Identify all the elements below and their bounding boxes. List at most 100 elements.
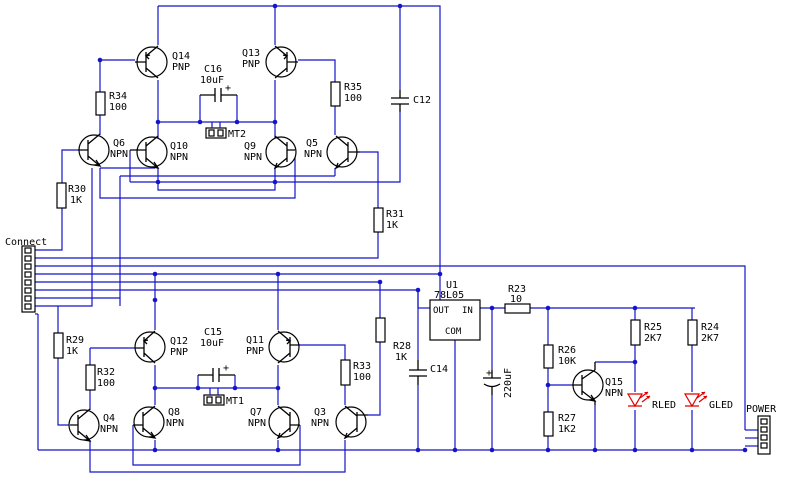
q14-ref: Q14 bbox=[172, 51, 190, 62]
r26-ref: R26 bbox=[558, 345, 576, 356]
transistor-q5: Q5 NPN bbox=[304, 135, 360, 170]
jumper-mt2: MT2 bbox=[205, 122, 246, 140]
mt2-label: MT2 bbox=[228, 129, 246, 140]
r24-value: 2K7 bbox=[701, 333, 719, 344]
c15-value: 10uF bbox=[200, 338, 224, 349]
q12-type: PNP bbox=[170, 347, 188, 358]
resistor-r32: R32 100 bbox=[85, 364, 115, 391]
r27-value: 1K2 bbox=[558, 424, 576, 435]
r26-value: 10K bbox=[558, 356, 576, 367]
r30-ref: R30 bbox=[68, 184, 86, 195]
r31-ref: R31 bbox=[386, 209, 404, 220]
connect-label: Connect bbox=[5, 237, 47, 248]
regulator-u1: U1 78L05 OUT IN COM bbox=[429, 280, 481, 341]
capacitor-c220: + 220uF bbox=[483, 368, 514, 398]
power-header: POWER bbox=[746, 404, 777, 455]
capacitor-c12: C12 bbox=[391, 90, 431, 112]
q3-type: NPN bbox=[311, 418, 329, 429]
q13-ref: Q13 bbox=[242, 48, 260, 59]
u1-ref: U1 bbox=[446, 280, 458, 291]
c220-value: 220uF bbox=[503, 368, 514, 398]
q6-ref: Q6 bbox=[113, 138, 125, 149]
capacitor-c16: + C16 10uF bbox=[200, 64, 237, 102]
c16-ref: C16 bbox=[204, 64, 222, 75]
c15-plus: + bbox=[223, 363, 229, 374]
resistor-r25: R25 2K7 bbox=[630, 319, 662, 346]
r35-ref: R35 bbox=[344, 82, 362, 93]
q8-ref: Q8 bbox=[168, 407, 180, 418]
q12-ref: Q12 bbox=[170, 336, 188, 347]
connect-header: Connect bbox=[5, 237, 47, 315]
c15-ref: C15 bbox=[204, 327, 222, 338]
transistor-q15: Q15 NPN bbox=[572, 362, 623, 405]
mt1-label: MT1 bbox=[226, 396, 244, 407]
resistor-r35: R35 100 bbox=[330, 81, 362, 107]
r35-value: 100 bbox=[344, 93, 362, 104]
q11-type: PNP bbox=[246, 346, 264, 357]
capacitor-c14: C14 bbox=[409, 360, 448, 385]
r23-value: 10 bbox=[510, 294, 522, 305]
resistor-r34: R34 100 bbox=[95, 91, 127, 116]
transistor-q9: Q9 NPN bbox=[244, 135, 297, 170]
gled-label: GLED bbox=[709, 400, 733, 411]
jumper-mt1: MT1 bbox=[203, 388, 244, 407]
transistor-q11: Q11 PNP bbox=[246, 330, 300, 364]
r33-value: 100 bbox=[353, 372, 371, 383]
resistor-r24: R24 2K7 bbox=[687, 319, 719, 346]
r32-value: 100 bbox=[97, 378, 115, 389]
transistor-q8: Q8 NPN bbox=[133, 405, 184, 439]
transistor-q14: Q14 PNP bbox=[135, 45, 190, 79]
c220-plus: + bbox=[486, 368, 492, 379]
transistor-q7: Q7 NPN bbox=[248, 405, 300, 440]
rled-label: RLED bbox=[652, 400, 676, 411]
q8-type: NPN bbox=[166, 418, 184, 429]
q15-type: NPN bbox=[605, 388, 623, 399]
q7-ref: Q7 bbox=[250, 407, 262, 418]
resistor-r31: R31 1K bbox=[373, 207, 404, 233]
c12-ref: C12 bbox=[413, 95, 431, 106]
transistor-q12: Q12 PNP bbox=[134, 330, 188, 364]
r25-value: 2K7 bbox=[644, 333, 662, 344]
r33-ref: R33 bbox=[353, 361, 371, 372]
q10-type: NPN bbox=[170, 152, 188, 163]
r32-ref: R32 bbox=[97, 367, 115, 378]
r28-ref: R28 bbox=[393, 341, 411, 352]
transistor-q10: Q10 NPN bbox=[130, 135, 188, 169]
r30-value: 1K bbox=[70, 195, 82, 206]
resistor-r23: R23 10 bbox=[504, 284, 531, 314]
q11-ref: Q11 bbox=[246, 335, 264, 346]
r23-ref: R23 bbox=[508, 284, 526, 295]
c16-value: 10uF bbox=[200, 75, 224, 86]
r29-ref: R29 bbox=[66, 335, 84, 346]
u1-pin-com: COM bbox=[445, 327, 462, 337]
c14-ref: C14 bbox=[430, 364, 448, 375]
q3-ref: Q3 bbox=[314, 407, 326, 418]
q10-ref: Q10 bbox=[170, 141, 188, 152]
r34-value: 100 bbox=[109, 102, 127, 113]
q5-ref: Q5 bbox=[306, 138, 318, 149]
resistor-r30: R30 1K bbox=[56, 182, 86, 209]
resistor-r28: R28 1K bbox=[375, 317, 411, 363]
r28-value: 1K bbox=[395, 352, 407, 363]
led-gled: GLED bbox=[683, 391, 733, 411]
u1-part: 78L05 bbox=[434, 290, 464, 301]
resistor-r27: R27 1K2 bbox=[543, 411, 576, 437]
q4-type: NPN bbox=[100, 424, 118, 435]
power-label: POWER bbox=[746, 404, 777, 415]
q4-ref: Q4 bbox=[103, 413, 115, 424]
r29-value: 1K bbox=[66, 346, 78, 357]
r25-ref: R25 bbox=[644, 322, 662, 333]
q7-type: NPN bbox=[248, 418, 266, 429]
transistor-q4: Q4 NPN bbox=[68, 408, 118, 442]
r34-ref: R34 bbox=[109, 91, 127, 102]
resistor-r33: R33 100 bbox=[340, 359, 371, 386]
r31-value: 1K bbox=[386, 220, 398, 231]
q9-ref: Q9 bbox=[244, 141, 256, 152]
resistor-r29: R29 1K bbox=[53, 332, 84, 359]
u1-pin-in: IN bbox=[462, 306, 473, 316]
r24-ref: R24 bbox=[701, 322, 719, 333]
q6-type: NPN bbox=[110, 149, 128, 160]
junctions bbox=[97, 3, 748, 453]
transistor-q3: Q3 NPN bbox=[311, 405, 368, 440]
